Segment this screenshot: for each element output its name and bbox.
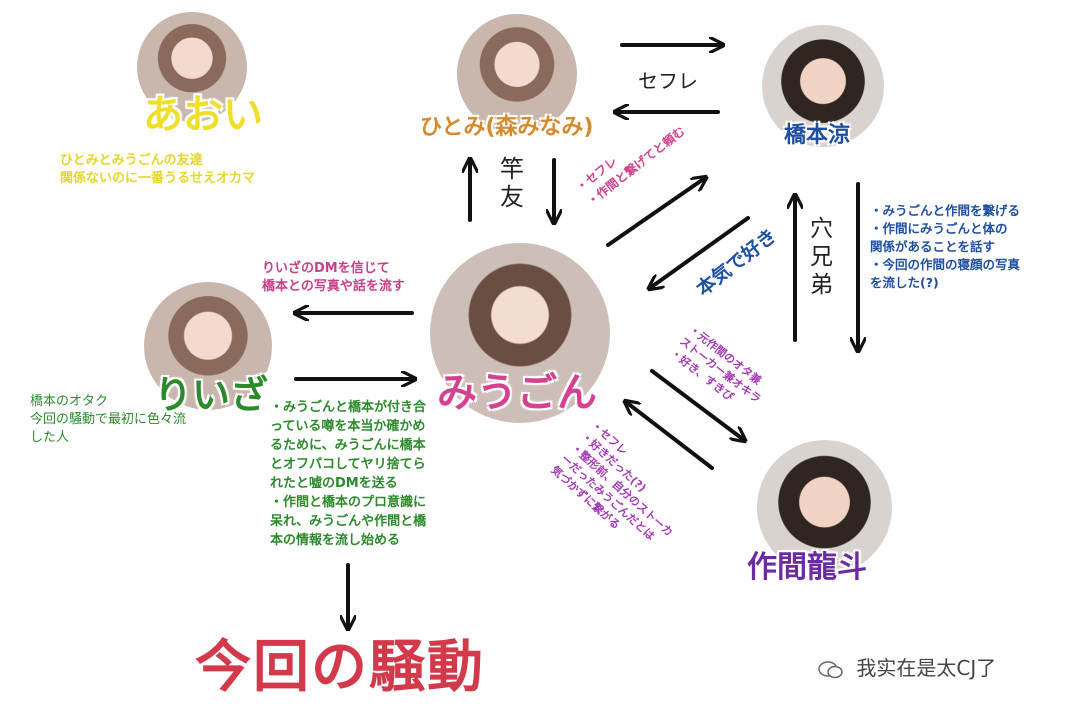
aoi-name: あおい bbox=[143, 82, 263, 140]
riiza-dm-note: りいざのDMを信じて 橋本との写真や話を流す bbox=[262, 260, 405, 296]
hashimoto-name: 橋本涼 bbox=[784, 117, 850, 149]
relation-sefure-label: セフレ bbox=[638, 65, 698, 94]
riiza-left-note: 橋本のオタク 今回の騒動で最初に色々流 した人 bbox=[30, 393, 186, 447]
sakuma-name: 作間龍斗 bbox=[747, 542, 867, 586]
hitomi-name: ひとみ(森みなみ) bbox=[420, 109, 593, 141]
person-hashimoto: 橋本涼 bbox=[762, 25, 887, 150]
relation-anakyodai-label: 穴 兄 弟 bbox=[810, 215, 833, 299]
wechat-icon bbox=[818, 660, 844, 680]
wechat-watermark: 我实在是太CJ了 bbox=[818, 652, 996, 681]
person-aoi: あおい bbox=[135, 12, 275, 132]
miugon-name: みうごん bbox=[437, 360, 597, 418]
incident-title: 今回の騒動 bbox=[195, 622, 485, 703]
riiza-action-note: ・みうごんと橋本が付き合 っている噂を本当か確かめ るために、みうごんに橋本 と… bbox=[270, 398, 426, 550]
person-miugon: みうごん bbox=[425, 238, 625, 428]
relation-saoyu-label: 竿 友 bbox=[500, 155, 524, 211]
person-hitomi: ひとみ(森みなみ) bbox=[420, 14, 620, 134]
hashimoto-note: ・みうごんと作間を繋げる ・作間にみうごんと体の 関係があることを話す ・今回の… bbox=[870, 202, 1020, 292]
person-sakuma: 作間龍斗 bbox=[745, 440, 895, 580]
aoi-note: ひとみとみうごんの友達 関係ないのに一番うるせえオカマ bbox=[60, 152, 255, 188]
watermark-text: 我实在是太CJ了 bbox=[856, 656, 996, 680]
